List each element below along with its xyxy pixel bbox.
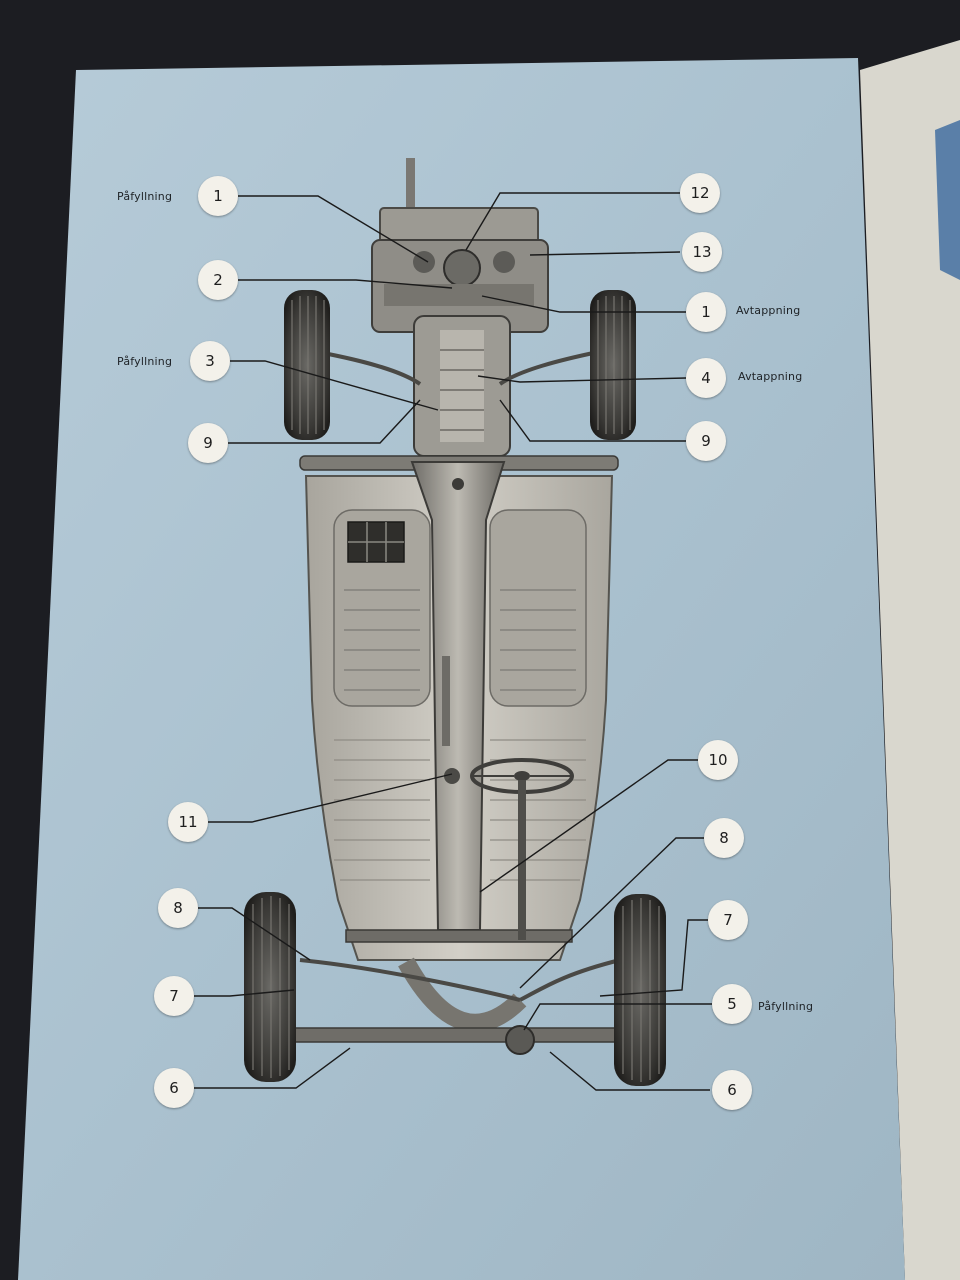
callout-2: 2 — [198, 260, 238, 300]
callout-6-left: 6 — [154, 1068, 194, 1108]
leader-6-left — [194, 1047, 351, 1089]
callout-number: 12 — [690, 184, 710, 202]
callout-11: 11 — [168, 802, 208, 842]
callout-1-drain: 1 — [686, 292, 726, 332]
leader-10 — [479, 759, 698, 893]
leader-1-right — [481, 295, 686, 313]
callout-number: 4 — [701, 369, 711, 387]
callout-5: 5 — [712, 984, 752, 1024]
callout-7-left: 7 — [154, 976, 194, 1016]
floor-pan — [304, 461, 614, 961]
callout-number: 6 — [727, 1081, 737, 1099]
callout-number: 9 — [203, 434, 213, 452]
callout-number: 5 — [727, 995, 737, 1013]
rear-right-wheel — [614, 894, 666, 1086]
callout-number: 1 — [213, 187, 223, 205]
leader-12 — [465, 192, 680, 251]
label-fill-top-left: Påfyllning — [117, 190, 173, 203]
leader-4 — [477, 375, 687, 383]
callout-number: 6 — [169, 1079, 179, 1097]
callout-number: 1 — [701, 303, 711, 321]
front-right-wheel — [590, 290, 636, 440]
leader-7-right — [599, 919, 708, 997]
steering-wheel — [470, 758, 574, 940]
callout-6-right: 6 — [712, 1070, 752, 1110]
leader-9-left — [228, 399, 421, 444]
leader-6-right — [549, 1051, 710, 1091]
leader-9-right — [499, 399, 686, 442]
callout-7-right: 7 — [708, 900, 748, 940]
callout-number: 11 — [178, 813, 198, 831]
leader-11 — [208, 773, 453, 823]
callout-3: 3 — [190, 341, 230, 381]
label-drain-1: Avtappning — [736, 304, 801, 317]
leader-5 — [523, 1003, 712, 1031]
rear-left-wheel — [244, 892, 296, 1082]
leader-8-left — [198, 907, 311, 961]
callout-12: 12 — [680, 173, 720, 213]
callout-number: 3 — [205, 352, 215, 370]
leader-lines — [194, 192, 712, 1091]
leader-2 — [238, 279, 453, 289]
callout-9-right: 9 — [686, 421, 726, 461]
callout-9-left: 9 — [188, 423, 228, 463]
callout-number: 9 — [701, 432, 711, 450]
label-fill-left: Påfyllning — [117, 355, 173, 368]
callout-4: 4 — [686, 358, 726, 398]
callout-13: 13 — [682, 232, 722, 272]
callout-8-left: 8 — [158, 888, 198, 928]
leader-1-top — [238, 195, 429, 263]
label-fill-5: Påfyllning — [758, 1000, 814, 1013]
callout-1-fill-top: 1 — [198, 176, 238, 216]
callout-number: 7 — [723, 911, 733, 929]
callout-number: 2 — [213, 271, 223, 289]
callout-number: 10 — [708, 751, 728, 769]
callout-8-right: 8 — [704, 818, 744, 858]
facing-page-edge — [935, 120, 960, 280]
engine-assembly — [371, 158, 549, 457]
leader-7-left — [194, 989, 295, 997]
callout-number: 7 — [169, 987, 179, 1005]
facing-page — [860, 40, 960, 1280]
callout-10: 10 — [698, 740, 738, 780]
leader-8-right — [519, 837, 704, 989]
callout-number: 8 — [719, 829, 729, 847]
leader-13 — [529, 251, 681, 256]
front-left-wheel — [284, 290, 330, 440]
callout-number: 8 — [173, 899, 183, 917]
callout-number: 13 — [692, 243, 712, 261]
label-drain-4: Avtappning — [738, 370, 803, 383]
leader-3 — [228, 360, 439, 411]
